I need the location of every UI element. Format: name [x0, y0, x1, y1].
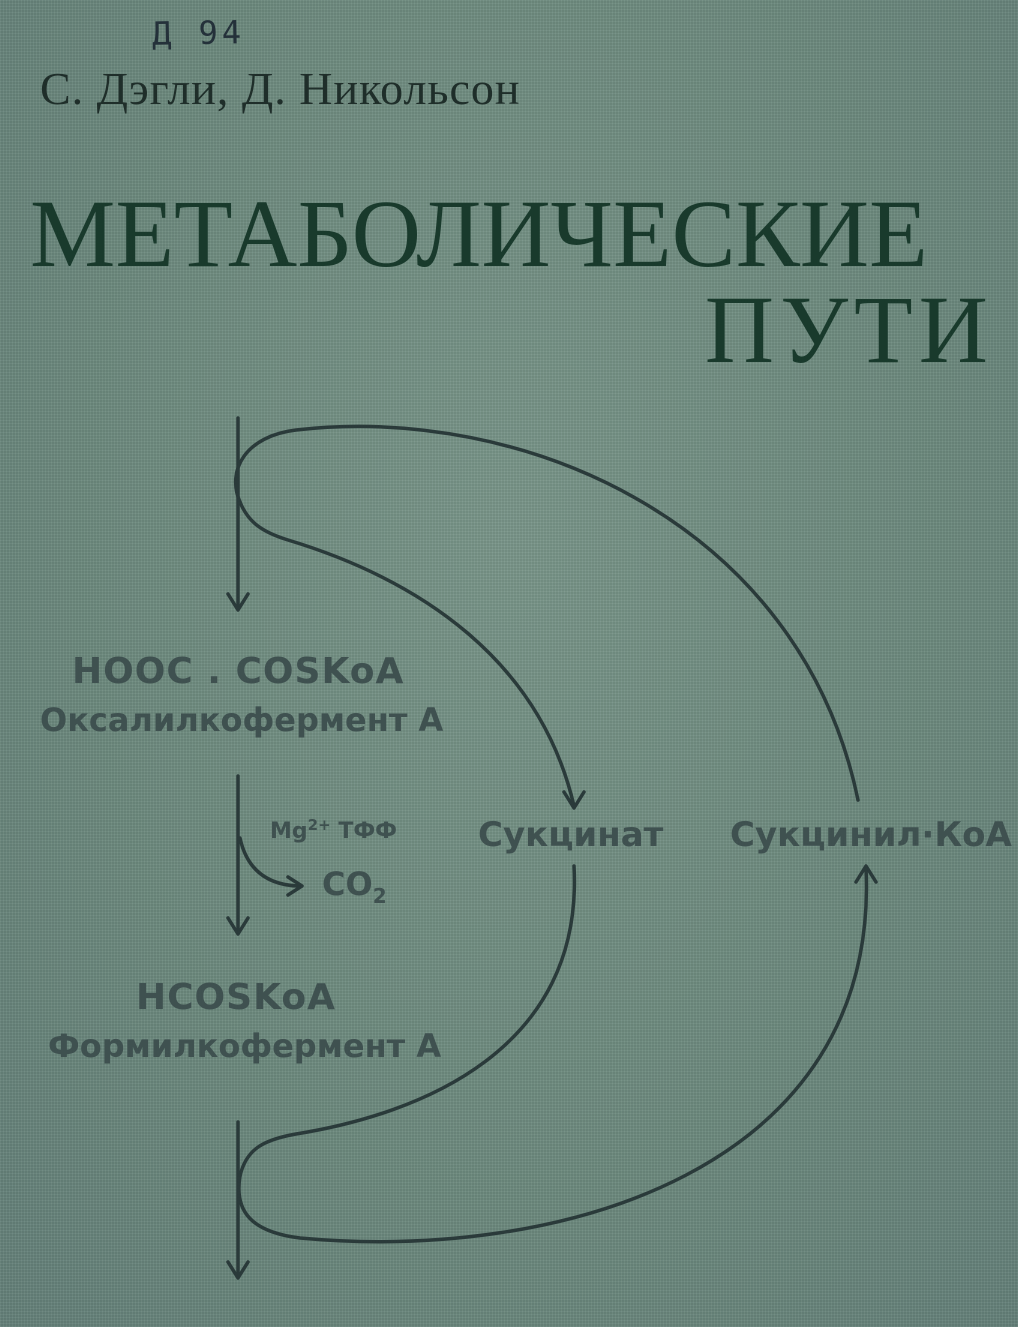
co2-label: CO2 [322, 868, 387, 906]
co2-arrowhead [286, 875, 304, 897]
title-line-1: МЕТАБОЛИЧЕСКИЕ [30, 180, 928, 287]
co2-subscript: 2 [372, 884, 387, 908]
succinate-arrowhead [562, 790, 586, 810]
upper-cycle-curve [234, 424, 860, 802]
authors-line: С. Дэгли, Д. Никольсон [40, 63, 521, 114]
lower-outer-curve-to-succinyl [237, 866, 869, 1244]
arrowhead-middle [226, 916, 250, 936]
succinate-label: Сукцинат [478, 815, 664, 855]
arrowhead-top [226, 592, 250, 612]
co2-branch-curve [238, 836, 300, 888]
title-line-2: ПУТИ [704, 276, 994, 383]
succinyl-arrowhead [854, 864, 878, 884]
formyl-coa-formula: HCOSKoA [136, 977, 336, 1018]
cofactor-label: Mg2+ ТФФ [270, 818, 397, 843]
oxalyl-coa-formula: HOOC . COSKoA [72, 651, 405, 692]
cofactor-charge: 2+ [307, 816, 331, 834]
arrowhead-bottom [226, 1260, 250, 1280]
co2-base: CO [322, 865, 373, 903]
lower-inner-curve-from-succinate [238, 864, 577, 1178]
oxalyl-coa-name: Оксалилкофермент А [40, 701, 444, 739]
succinyl-coa-label: Сукцинил·КоА [730, 815, 1012, 855]
formyl-coa-name: Формилкофермент А [48, 1027, 442, 1065]
cofactor-base: Mg [270, 819, 308, 844]
upper-inner-curve-to-succinate [238, 500, 576, 808]
cofactor-rest: ТФФ [338, 819, 397, 844]
